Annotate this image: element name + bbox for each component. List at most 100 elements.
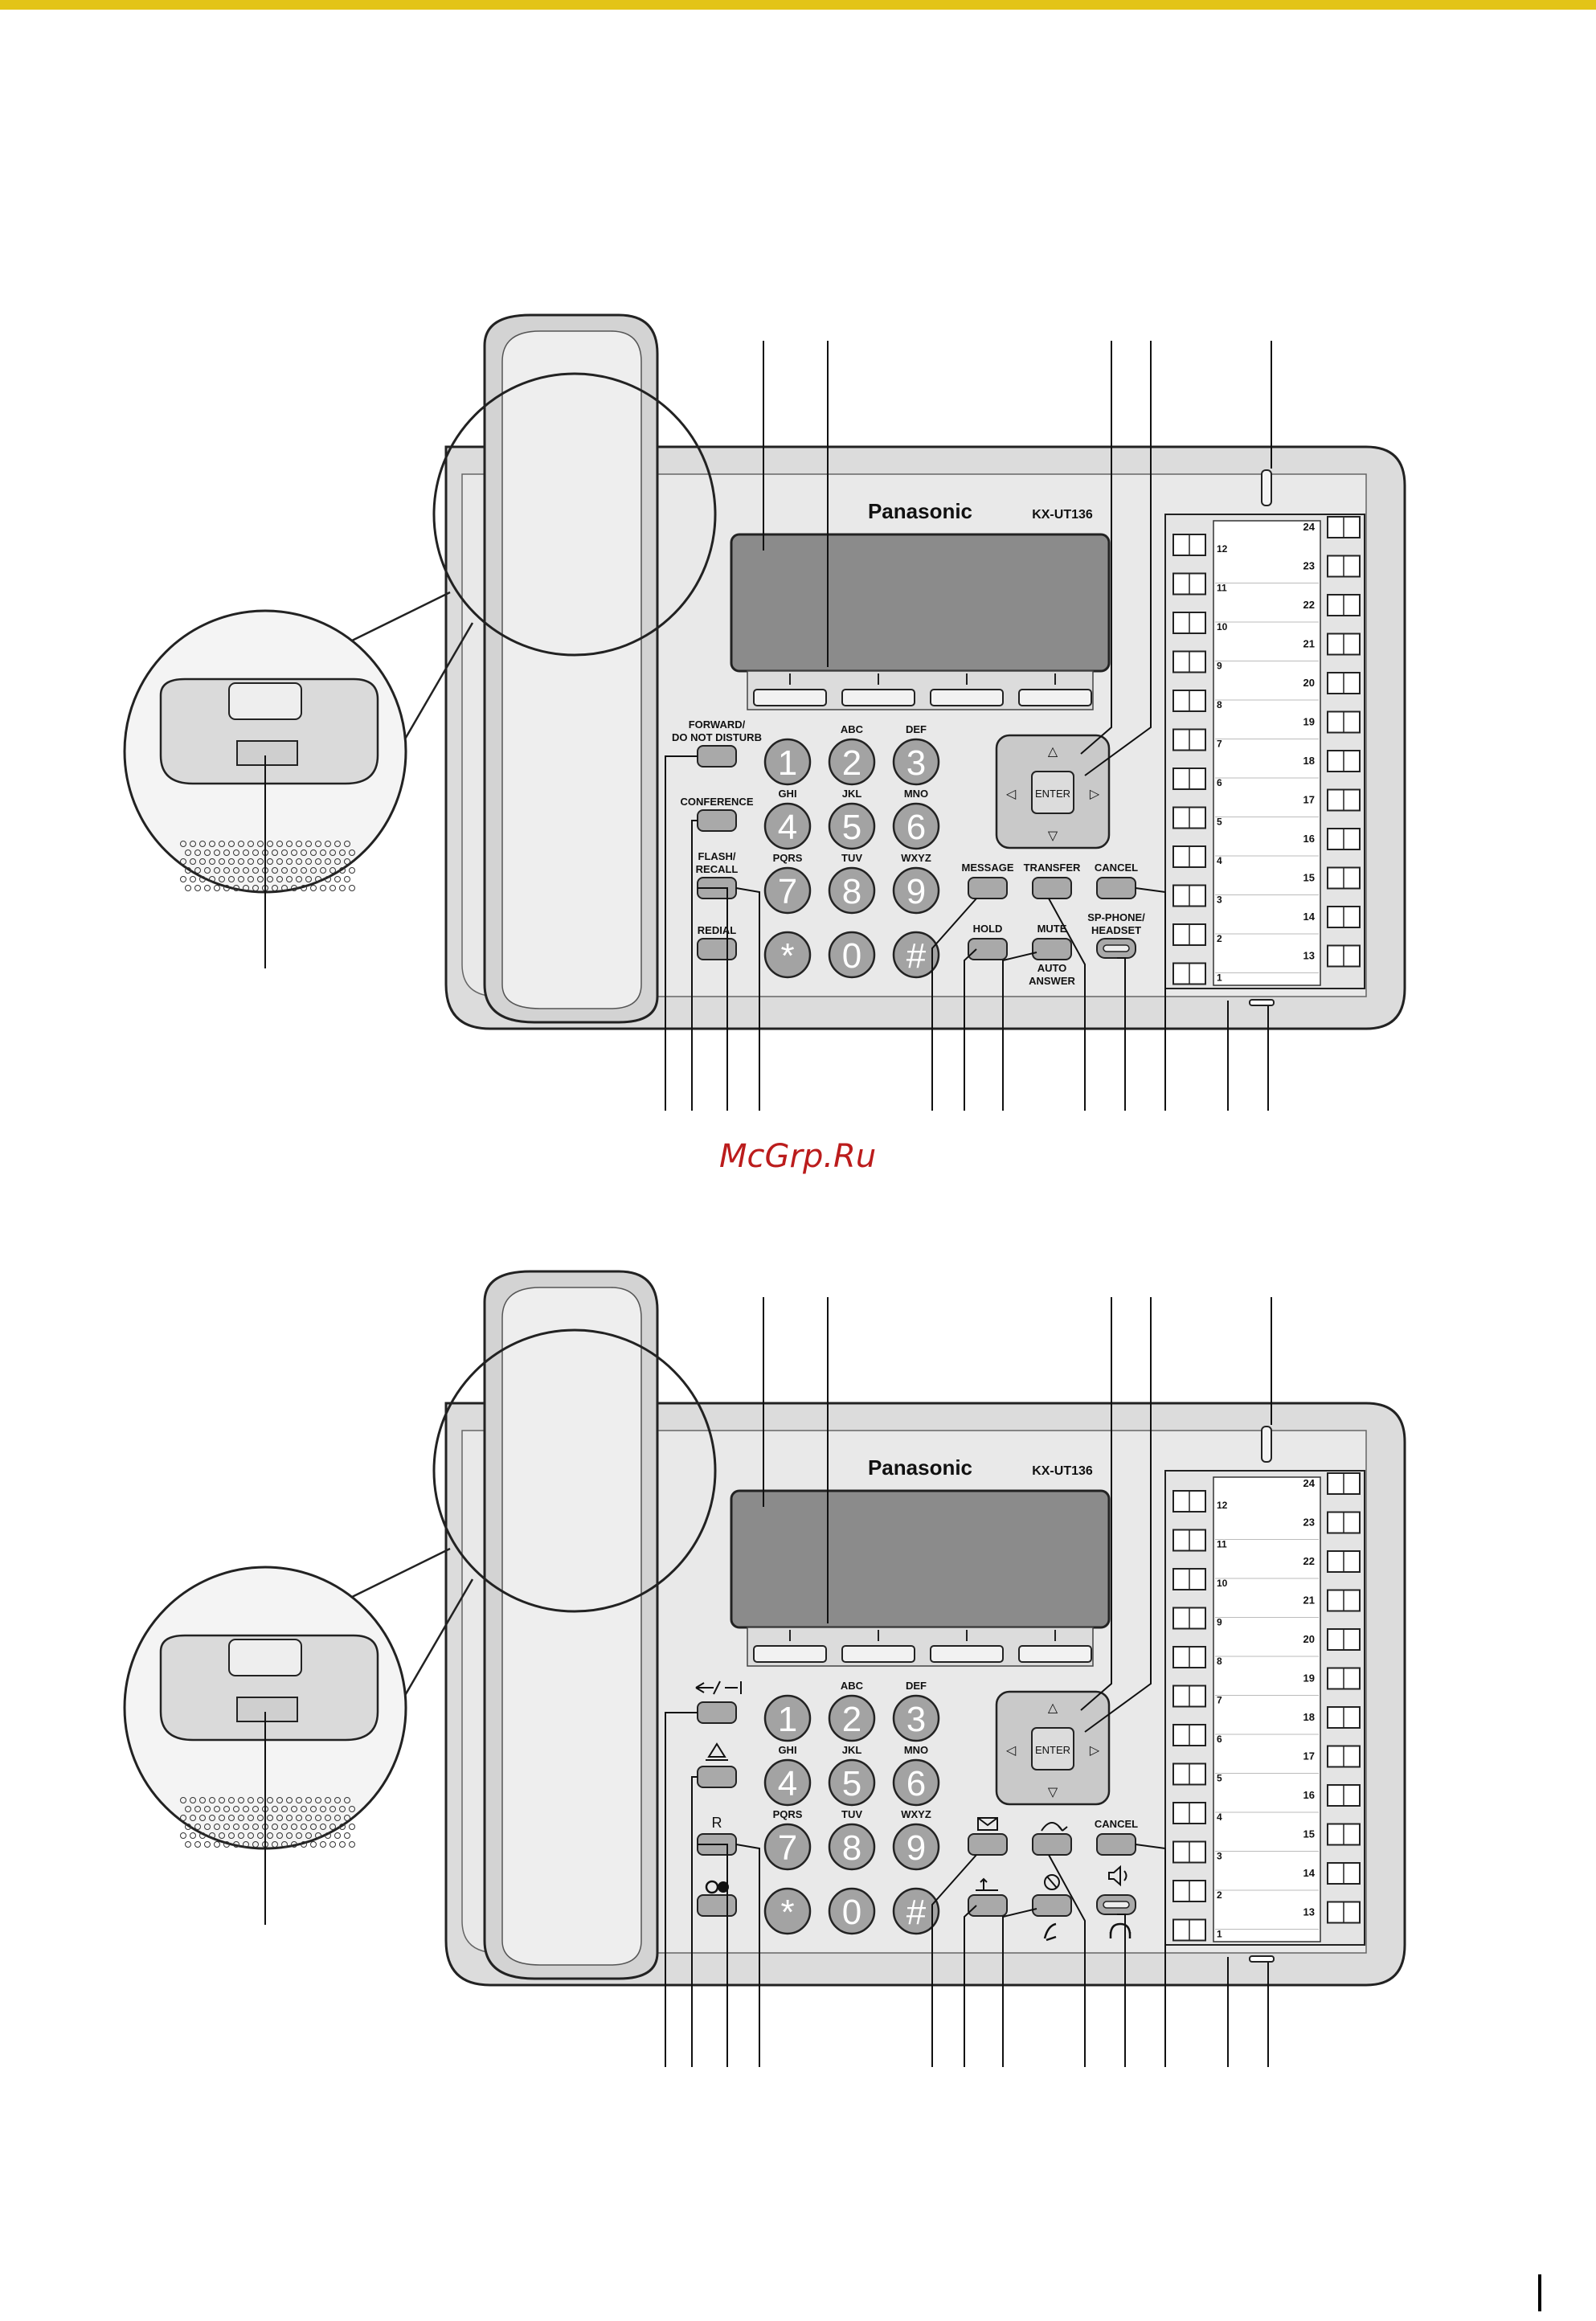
forward-label: FORWARD/ — [689, 718, 746, 731]
mute-slash — [1046, 1876, 1058, 1889]
speaker-hole — [310, 1824, 317, 1830]
speaker-hole — [320, 867, 326, 874]
conference-button — [697, 1766, 737, 1788]
dss-label-right: 24 — [1303, 521, 1316, 533]
microphone — [1249, 999, 1275, 1006]
keypad-key-# — [892, 931, 940, 979]
speaker-hole — [219, 1797, 225, 1803]
callout-line — [665, 1712, 698, 2067]
mute-auto-answer-button — [1032, 938, 1072, 960]
speaker-hole — [233, 885, 239, 891]
speaker-hole — [329, 867, 336, 874]
dss-label-right: 17 — [1303, 794, 1315, 806]
transfer-button — [1032, 877, 1072, 899]
keypad-digit: 5 — [842, 1764, 861, 1803]
speaker-hole — [276, 841, 283, 847]
speaker-hole — [238, 1815, 244, 1821]
speaker-hole — [267, 858, 273, 865]
speaker-hole — [334, 876, 341, 882]
dss-label-left: 5 — [1217, 817, 1222, 828]
callout-line — [735, 1844, 760, 2067]
callout-line — [1135, 887, 1166, 1111]
watermark-text: McGrp.Ru — [719, 1138, 877, 1175]
keypad-letters: PQRS — [773, 1808, 803, 1820]
dss-label-right: 13 — [1303, 1906, 1315, 1918]
speaker-hole — [252, 1841, 259, 1848]
callout-line — [698, 887, 728, 1111]
keypad-digit: 9 — [906, 872, 926, 911]
auto-answer-label: AUTO — [1037, 962, 1067, 974]
hook-tab — [236, 740, 298, 766]
speaker-hole — [315, 1815, 321, 1821]
speaker-hole — [339, 1841, 346, 1848]
speaker-hole — [238, 841, 244, 847]
speaker-hole — [238, 1832, 244, 1839]
redial-label: REDIAL — [698, 924, 736, 936]
keypad-key-* — [763, 1887, 812, 1935]
keypad-digit: 4 — [778, 1764, 797, 1803]
speaker-hole — [243, 867, 249, 874]
speaker-hole — [257, 841, 264, 847]
speaker-hole — [257, 876, 264, 882]
callout-line — [1048, 898, 1086, 1111]
dss-label-left: 10 — [1217, 621, 1228, 632]
speaker-hole — [194, 1806, 201, 1812]
keypad-key-6 — [892, 802, 940, 850]
speaker-hole — [185, 867, 191, 874]
speaker-hole — [214, 1806, 220, 1812]
speaker-hole — [214, 1841, 220, 1848]
speaker-hole — [291, 1824, 297, 1830]
speaker-hole — [276, 876, 283, 882]
speaker-hole — [252, 1806, 259, 1812]
speaker-hole — [199, 841, 206, 847]
callout-line — [1002, 952, 1037, 1111]
keypad-letters: GHI — [778, 1744, 796, 1756]
speaker-hole — [233, 1824, 239, 1830]
speaker-hole — [281, 885, 288, 891]
speaker-hole — [214, 1824, 220, 1830]
speaker-hole — [334, 1815, 341, 1821]
speaker-hole — [243, 1806, 249, 1812]
speaker-hole — [214, 867, 220, 874]
nav-left-icon: ◁ — [1005, 1744, 1017, 1758]
speaker-hole — [334, 858, 341, 865]
callout-line — [1080, 378, 1112, 755]
enter-button — [1031, 1727, 1074, 1770]
speaker-hole — [267, 841, 273, 847]
keypad-digit: 8 — [842, 1828, 861, 1868]
speaker-hole — [204, 849, 211, 856]
dss-label-right: 14 — [1303, 911, 1316, 923]
dss-label-left: 1 — [1217, 972, 1222, 984]
speaker-hole — [223, 867, 230, 874]
enter-label: ENTER — [1035, 1744, 1070, 1756]
speaker-hole — [199, 1832, 206, 1839]
speaker-hole — [185, 849, 191, 856]
speaker-hole — [286, 841, 293, 847]
speaker-hole — [281, 1841, 288, 1848]
keypad-digit: 9 — [906, 1828, 926, 1868]
sp-phone-indicator — [1103, 1901, 1130, 1909]
callout-line — [1002, 1908, 1037, 2067]
speaker-hole — [276, 858, 283, 865]
speaker-hole — [286, 1797, 293, 1803]
keypad-key-2 — [828, 738, 876, 786]
keypad-letters: GHI — [778, 788, 796, 800]
conference-label: CONFERENCE — [680, 796, 753, 808]
dss-label-left: 12 — [1217, 543, 1228, 555]
callout-line — [931, 898, 977, 1111]
callout-line — [1084, 378, 1152, 776]
speaker-hole — [223, 1806, 230, 1812]
speaker-hole — [344, 1832, 350, 1839]
speaker-hole — [310, 867, 317, 874]
keypad-key-3 — [892, 1694, 940, 1742]
dss-label-right: 13 — [1303, 950, 1315, 962]
speaker-hole — [204, 867, 211, 874]
speaker-hole — [305, 1797, 312, 1803]
speaker-grille — [180, 841, 355, 891]
keypad-digit: 2 — [842, 1700, 861, 1739]
keypad-digit: 0 — [842, 1893, 861, 1932]
speaker-hole — [296, 1832, 302, 1839]
speaker-hole — [267, 1797, 273, 1803]
speaker-hole — [272, 1824, 278, 1830]
